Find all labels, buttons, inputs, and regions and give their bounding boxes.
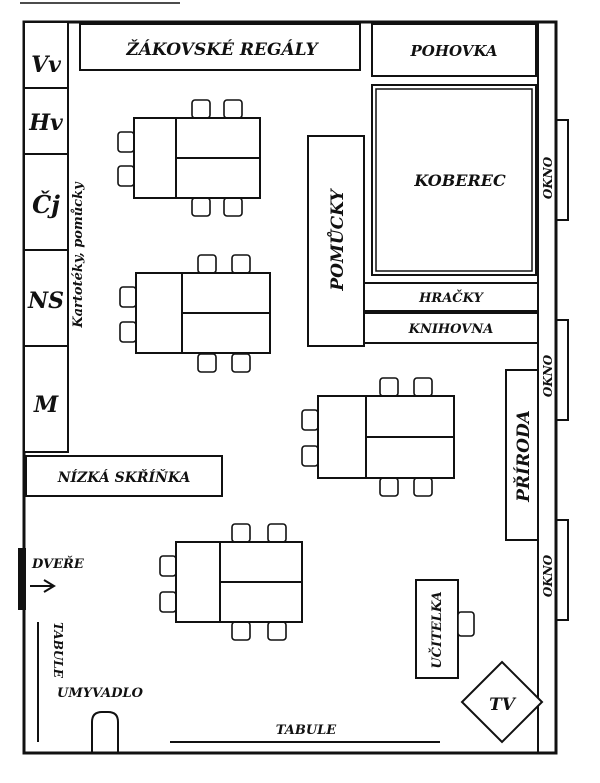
tv-label: TV	[489, 695, 517, 715]
window-top	[555, 119, 569, 221]
shelf-ns-label: NS	[27, 288, 64, 314]
teacher-desk	[415, 579, 459, 679]
tv-stand	[460, 660, 544, 744]
kartoteky-label: Kartotéky, pomůcky	[71, 181, 86, 329]
bookcase-label: KNIHOVNA	[408, 322, 494, 337]
student-shelves	[79, 23, 361, 71]
nature-corner	[505, 369, 539, 541]
door-mark	[18, 548, 26, 610]
window-mid-label: OKNO	[541, 354, 555, 397]
desk-group-2	[119, 254, 271, 373]
shelf-cj-label: Čj	[32, 190, 60, 219]
shelf-vv-label: Vv	[31, 52, 61, 78]
teacher-label: UČITELKA	[428, 591, 445, 668]
shelf-m-label: M	[33, 392, 59, 418]
window-mid	[555, 319, 569, 421]
low-cabinet	[25, 455, 223, 497]
shelf-column	[23, 21, 69, 453]
sofa-label: POHOVKA	[409, 42, 497, 60]
nature-label: PŘÍRODA	[513, 410, 534, 503]
left-board-label: TABULE	[51, 622, 65, 679]
teacher-chair	[457, 611, 475, 637]
low-cabinet-label: NÍZKÁ SKŘÍŇKA	[57, 468, 191, 486]
sink-icon	[91, 711, 119, 753]
window-bottom-label: OKNO	[541, 554, 555, 597]
sofa	[371, 23, 537, 77]
student-shelves-label: ŽÁKOVSKÉ REGÁLY	[125, 39, 319, 60]
shelf-hv-label: Hv	[28, 110, 63, 136]
window-bottom	[555, 519, 569, 621]
door-label: DVEŘE	[31, 556, 85, 572]
carpet-inner	[375, 88, 533, 272]
supplies-label: POMŮCKY	[326, 188, 348, 292]
carpet-label: KOBEREC	[413, 171, 506, 190]
door-arrow-icon	[30, 579, 56, 593]
desk-group-3	[301, 377, 455, 497]
bookcase	[363, 312, 539, 344]
toys-label: HRAČKY	[418, 289, 484, 306]
bottom-board-label: TABULE	[276, 723, 338, 738]
desk-group-4	[159, 523, 303, 641]
supplies-cabinet	[307, 135, 365, 347]
desk-group-1	[117, 99, 261, 217]
window-top-label: OKNO	[541, 156, 555, 199]
toys-shelf	[363, 282, 539, 312]
sink-label: UMYVADLO	[57, 686, 144, 701]
carpet	[371, 84, 537, 276]
